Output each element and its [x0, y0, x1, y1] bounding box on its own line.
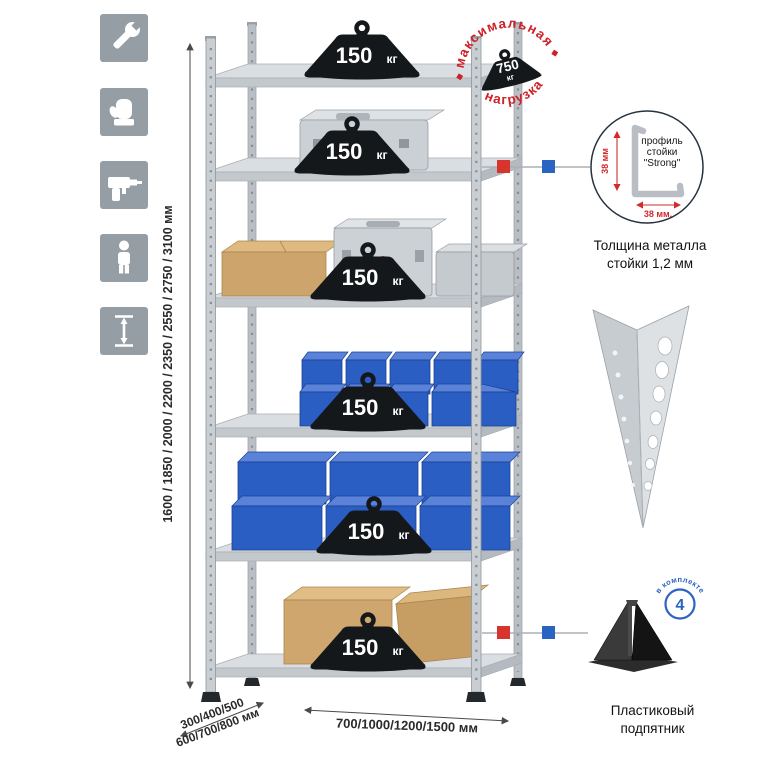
plastic-foot-image	[588, 600, 678, 672]
foot-caption-line2: подпятник	[620, 720, 685, 736]
svg-text:"Strong": "Strong"	[644, 158, 681, 169]
svg-text:150: 150	[336, 43, 373, 68]
svg-text:кг: кг	[398, 528, 409, 542]
profile-diagram: 38 мм 38 мм. профиль стойки "Strong"	[590, 110, 704, 224]
svg-text:кг: кг	[506, 72, 516, 83]
gloves-icon	[100, 88, 148, 136]
svg-text:150: 150	[342, 635, 379, 660]
shelf-weight-3: 150 кг	[310, 245, 425, 302]
cardboard-box	[220, 240, 344, 297]
foot-caption: Пластиковый подпятник	[575, 702, 730, 738]
dimension-lines	[179, 42, 510, 738]
strong-profile-shape	[631, 124, 685, 198]
svg-text:кг: кг	[376, 148, 387, 162]
front-uprights	[201, 36, 486, 702]
shelf-weight-2: 150 кг	[294, 119, 409, 176]
svg-text:профиль: профиль	[641, 135, 682, 147]
wrench-icon	[100, 14, 148, 62]
svg-text:кг: кг	[392, 274, 403, 288]
svg-text:38 мм.: 38 мм.	[644, 209, 672, 219]
dimensions-icon	[100, 307, 148, 355]
callout-connectors	[482, 160, 590, 639]
svg-text:150: 150	[342, 265, 379, 290]
profile-caption: Толщина металла стойки 1,2 мм	[575, 237, 725, 273]
shelf-weight-1: 150 кг	[304, 23, 419, 80]
shelf-weight-4: 150 кг	[310, 375, 425, 432]
profile-caption-line1: Толщина металла	[593, 238, 707, 253]
svg-text:кг: кг	[386, 52, 397, 66]
profile-caption-line2: стойки 1,2 мм	[606, 255, 694, 271]
max-load-stamp: максимальная нагрузка 750 кг	[445, 4, 558, 114]
svg-text:38 мм: 38 мм	[600, 148, 610, 174]
person-icon	[100, 234, 148, 282]
drill-icon	[100, 161, 148, 209]
shelf-weight-5: 150 кг	[316, 499, 431, 556]
svg-text:кг: кг	[392, 644, 403, 658]
svg-text:150: 150	[348, 519, 385, 544]
shelf-weight-6: 150 кг	[310, 615, 425, 672]
kit-badge: в комплекте 4	[653, 575, 706, 620]
aluminum-case	[434, 243, 529, 297]
foot-caption-line1: Пластиковый	[610, 703, 695, 718]
svg-text:150: 150	[326, 139, 363, 164]
svg-text:стойки: стойки	[647, 147, 678, 158]
mini-weight: 750 кг	[481, 49, 542, 91]
svg-text:150: 150	[342, 395, 379, 420]
corner-post-image	[592, 305, 690, 529]
svg-text:750: 750	[495, 56, 520, 76]
blue-bins-large	[231, 451, 521, 551]
svg-text:4: 4	[676, 597, 685, 614]
svg-text:кг: кг	[392, 404, 403, 418]
height-dimension-label: 1600 / 1850 / 2000 / 2200 / 2350 / 2550 …	[161, 205, 175, 523]
